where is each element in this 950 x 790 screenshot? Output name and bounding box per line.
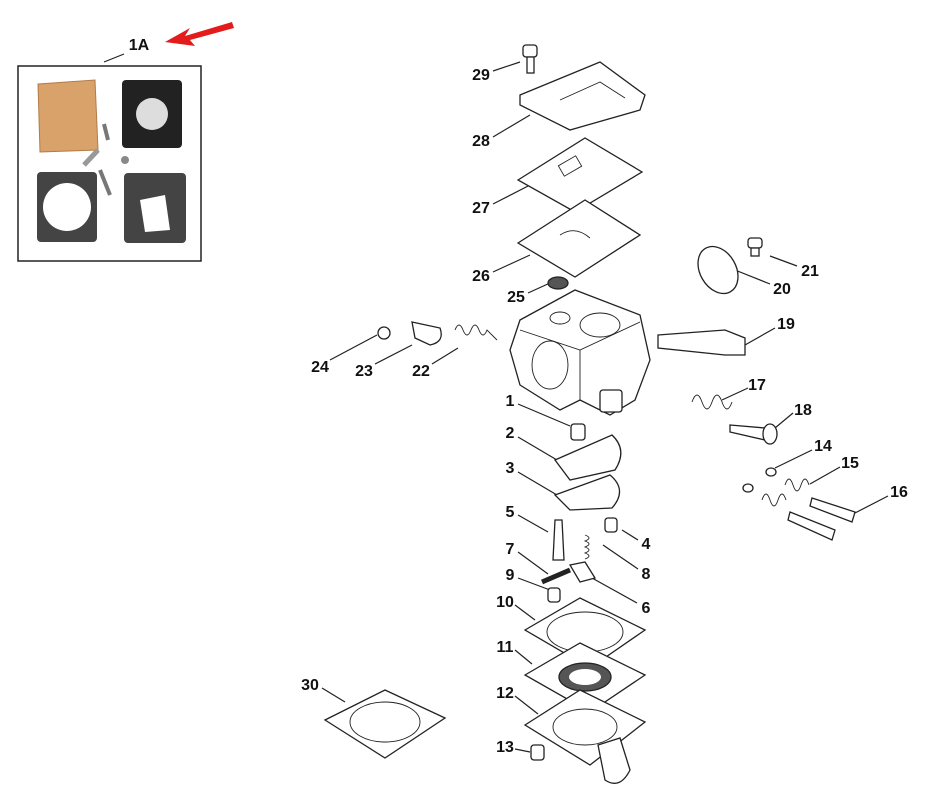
label-4: 4 xyxy=(642,536,651,553)
label-16: 16 xyxy=(890,484,908,501)
kit-label: 1A xyxy=(129,37,150,54)
label-29: 29 xyxy=(472,67,490,84)
part-13-screw xyxy=(530,744,545,761)
label-19: 19 xyxy=(777,316,795,333)
label-10: 10 xyxy=(496,594,514,611)
leader-lines xyxy=(321,61,889,753)
part-15-spring xyxy=(784,478,810,492)
label-18: 18 xyxy=(794,402,812,419)
part-14-o-ring xyxy=(765,467,777,477)
parts xyxy=(323,44,856,784)
label-13: 13 xyxy=(496,739,514,756)
part-28-cover xyxy=(519,61,646,131)
kit-needle xyxy=(102,123,110,141)
label-15: 15 xyxy=(841,455,859,472)
carburetor-body xyxy=(509,289,651,416)
label-26: 26 xyxy=(472,268,490,285)
label-27: 27 xyxy=(472,200,490,217)
part-1-valve xyxy=(570,423,586,441)
part-2-plate xyxy=(553,434,622,481)
label-12: 12 xyxy=(496,685,514,702)
part-19-throttle-shaft xyxy=(657,329,746,356)
part-23-lever xyxy=(411,321,442,346)
part-14-o-ring-2 xyxy=(742,483,754,493)
part-25-filter-screen xyxy=(547,276,569,290)
label-1: 1 xyxy=(506,393,515,410)
kit-gasket-paper xyxy=(37,79,99,153)
part-18-idle-screw xyxy=(729,424,766,441)
part-27-gasket xyxy=(516,137,644,213)
part-labels: 29 28 27 26 25 24 23 22 21 20 19 17 18 1… xyxy=(301,67,908,756)
label-2: 2 xyxy=(506,425,515,442)
label-6: 6 xyxy=(642,600,651,617)
label-28: 28 xyxy=(472,133,490,150)
part-16-adjusting-screw xyxy=(809,497,856,523)
label-20: 20 xyxy=(773,281,791,298)
label-25: 25 xyxy=(507,289,525,306)
repair-kit-1a: 1A xyxy=(17,22,234,262)
label-3: 3 xyxy=(506,460,515,477)
part-24-screw xyxy=(377,326,391,340)
part-30-gasket xyxy=(323,689,447,759)
part-11-diaphragm xyxy=(523,642,647,713)
gasket-cutout xyxy=(557,155,583,177)
label-23: 23 xyxy=(355,363,373,380)
part-15-spring-2 xyxy=(761,493,787,507)
label-7: 7 xyxy=(506,541,515,558)
part-12-metering-cover xyxy=(523,689,647,784)
label-22: 22 xyxy=(412,363,430,380)
diaphragm-disc xyxy=(136,98,168,130)
part-29-screw xyxy=(522,44,538,74)
part-16-adjusting-screw-2 xyxy=(787,511,836,541)
part-4-screw xyxy=(604,517,618,533)
part-21-screw xyxy=(747,237,763,257)
part-5-inlet-needle xyxy=(552,519,565,561)
label-17: 17 xyxy=(748,377,766,394)
diaphragm-detail xyxy=(559,230,591,239)
kit-pin xyxy=(82,148,100,167)
kit-lever xyxy=(98,169,112,196)
part-3-plate xyxy=(553,474,621,511)
kit-screw xyxy=(121,156,129,164)
label-21: 21 xyxy=(801,263,819,280)
label-5: 5 xyxy=(506,504,515,521)
kit-leader-line xyxy=(103,53,125,63)
label-9: 9 xyxy=(506,567,515,584)
part-8-spring xyxy=(583,534,590,560)
part-20-throttle-plate xyxy=(697,245,739,295)
part-9-screw xyxy=(547,587,561,603)
red-arrow-icon xyxy=(165,22,234,46)
label-24: 24 xyxy=(311,359,329,376)
part-17-spring xyxy=(691,394,733,410)
cover-detail xyxy=(559,81,626,101)
gasket-hole xyxy=(43,183,91,231)
pump-gasket-cutout xyxy=(140,195,170,232)
part-7-pin xyxy=(541,567,571,585)
label-11: 11 xyxy=(497,639,514,656)
part-22-spring xyxy=(454,324,498,341)
part-6-lever xyxy=(568,561,597,583)
label-30: 30 xyxy=(301,677,319,694)
label-14: 14 xyxy=(814,438,832,455)
label-8: 8 xyxy=(642,566,651,583)
part-26-pump-diaphragm xyxy=(516,199,642,278)
